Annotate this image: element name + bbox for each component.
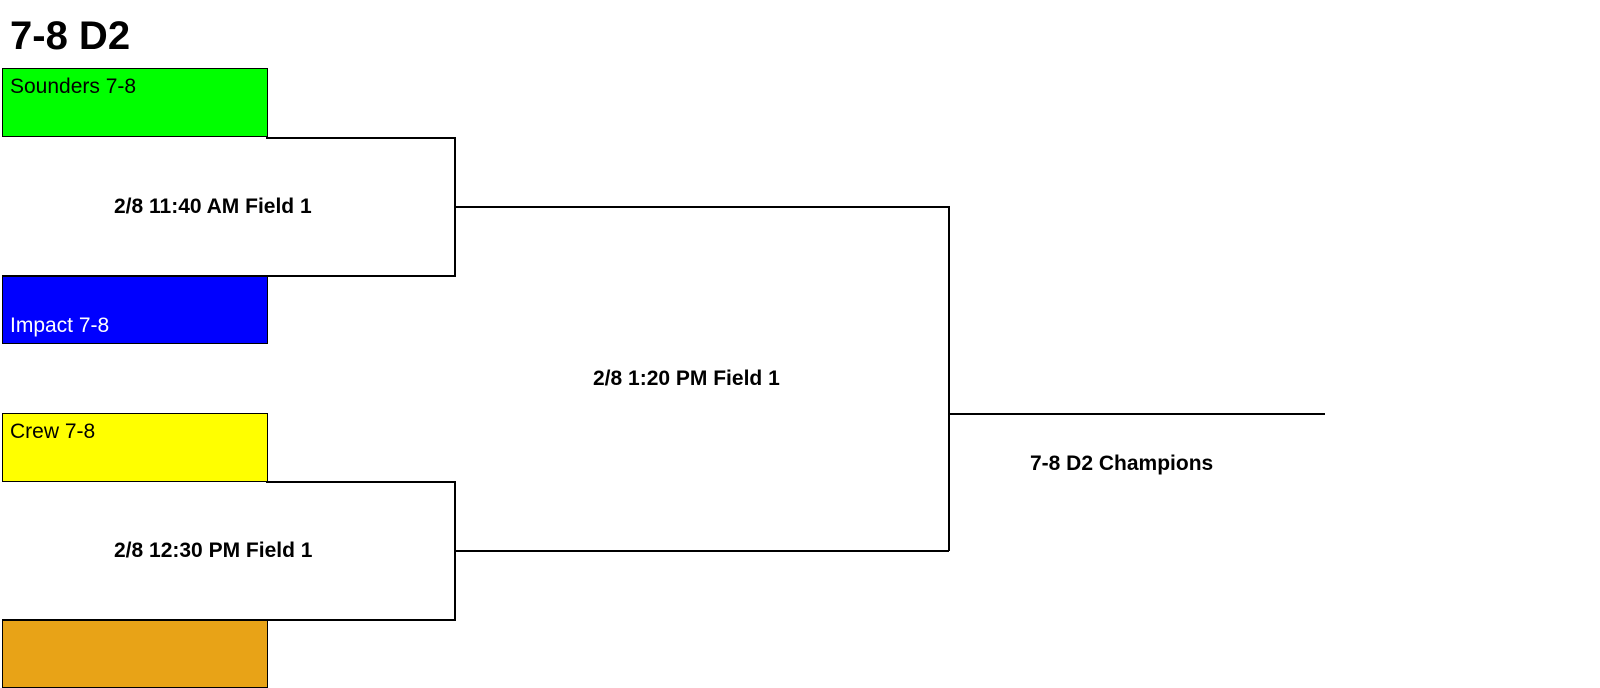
- game-label-game1: 2/8 11:40 AM Field 1: [114, 195, 312, 218]
- team-slot-crew[interactable]: Crew 7-8: [2, 413, 268, 482]
- bracket-line-final-side: [948, 206, 950, 551]
- bracket-line-game1-top: [266, 137, 455, 139]
- champion-label: 7-8 D2 Champions: [1030, 452, 1214, 475]
- page-title: 7-8 D2: [10, 14, 131, 58]
- team-slot-sounders[interactable]: Sounders 7-8: [2, 68, 268, 137]
- bracket-line-game2-side: [454, 481, 456, 619]
- bracket-line-game2-bottom: [2, 619, 456, 621]
- bracket-line-game1-side: [454, 137, 456, 275]
- game-label-final: 2/8 1:20 PM Field 1: [593, 367, 780, 390]
- bracket-line-final-top: [455, 206, 949, 208]
- bracket-line-champion: [949, 413, 1325, 415]
- team-slot-unnamed[interactable]: [2, 619, 268, 688]
- bracket-line-game2-top: [266, 481, 455, 483]
- bracket-line-final-bottom: [455, 550, 949, 552]
- team-slot-impact[interactable]: Impact 7-8: [2, 275, 268, 344]
- bracket-line-game1-bottom: [2, 275, 456, 277]
- game-label-game2: 2/8 12:30 PM Field 1: [114, 539, 313, 562]
